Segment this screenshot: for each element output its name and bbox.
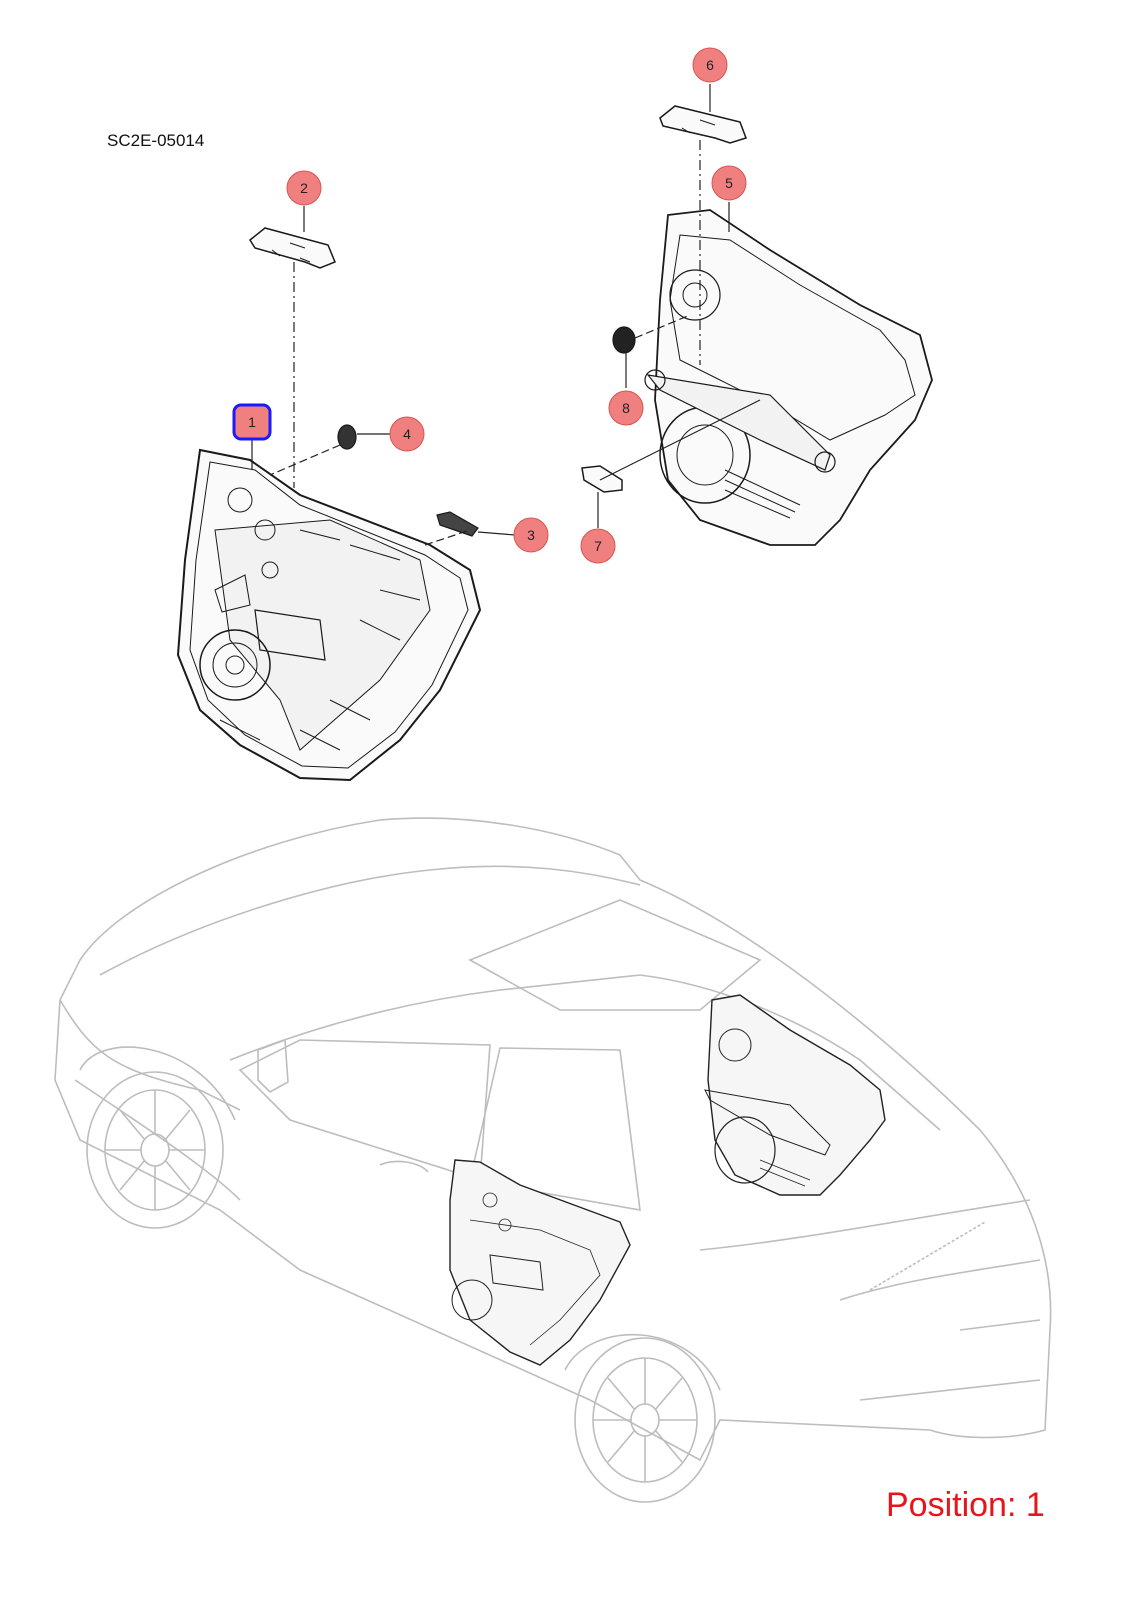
callout-number: 5	[725, 175, 733, 191]
switch-bezel-part-2[interactable]	[249, 227, 336, 269]
vehicle-door-panel-front	[704, 994, 886, 1196]
callout-1[interactable]: 1	[232, 403, 272, 441]
callout-8[interactable]: 8	[608, 390, 644, 426]
callout-circle	[389, 416, 425, 452]
callout-number: 6	[706, 57, 714, 73]
window-switch-part-3[interactable]	[436, 511, 479, 537]
callout-number: 1	[248, 414, 256, 430]
callout-circle	[513, 517, 549, 553]
callout-number: 3	[527, 527, 535, 543]
callout-circle	[692, 47, 728, 83]
plug-cap-part-8[interactable]	[612, 326, 636, 354]
callout-selected-marker	[232, 403, 272, 441]
callout-leaders	[251, 84, 730, 528]
callout-circle	[580, 528, 616, 564]
vehicle-door-panel-rear	[449, 1159, 631, 1366]
door-trim-panel-part-1[interactable]	[176, 448, 482, 782]
callout-circle	[608, 390, 644, 426]
callout-number: 8	[622, 400, 630, 416]
door-trim-panel-part-5[interactable]	[644, 209, 933, 546]
callout-5[interactable]: 5	[711, 165, 747, 201]
callout-circle	[711, 165, 747, 201]
callout-circle	[286, 170, 322, 206]
callout-3[interactable]: 3	[513, 517, 549, 553]
callout-2[interactable]: 2	[286, 170, 322, 206]
callout-7[interactable]: 7	[580, 528, 616, 564]
leader-line-3	[477, 531, 516, 536]
callout-number: 4	[403, 426, 411, 442]
callout-group: 1 2 3 4 5 6 7 8	[232, 47, 747, 564]
switch-bezel-part-6[interactable]	[659, 105, 747, 144]
vehicle-outline	[54, 817, 1052, 1503]
callout-6[interactable]: 6	[692, 47, 728, 83]
leader-line-4b	[269, 444, 341, 476]
document-code: SC2E-05014	[107, 131, 205, 150]
leader-line-8	[634, 314, 691, 339]
leader-line-3b	[424, 529, 471, 546]
position-label: Position: 1	[886, 1486, 1045, 1524]
callout-number: 7	[594, 538, 602, 554]
leader-line-7	[599, 399, 761, 481]
plug-cap-part-4[interactable]	[337, 424, 357, 450]
callout-4[interactable]: 4	[389, 416, 425, 452]
callout-number: 2	[300, 180, 308, 196]
